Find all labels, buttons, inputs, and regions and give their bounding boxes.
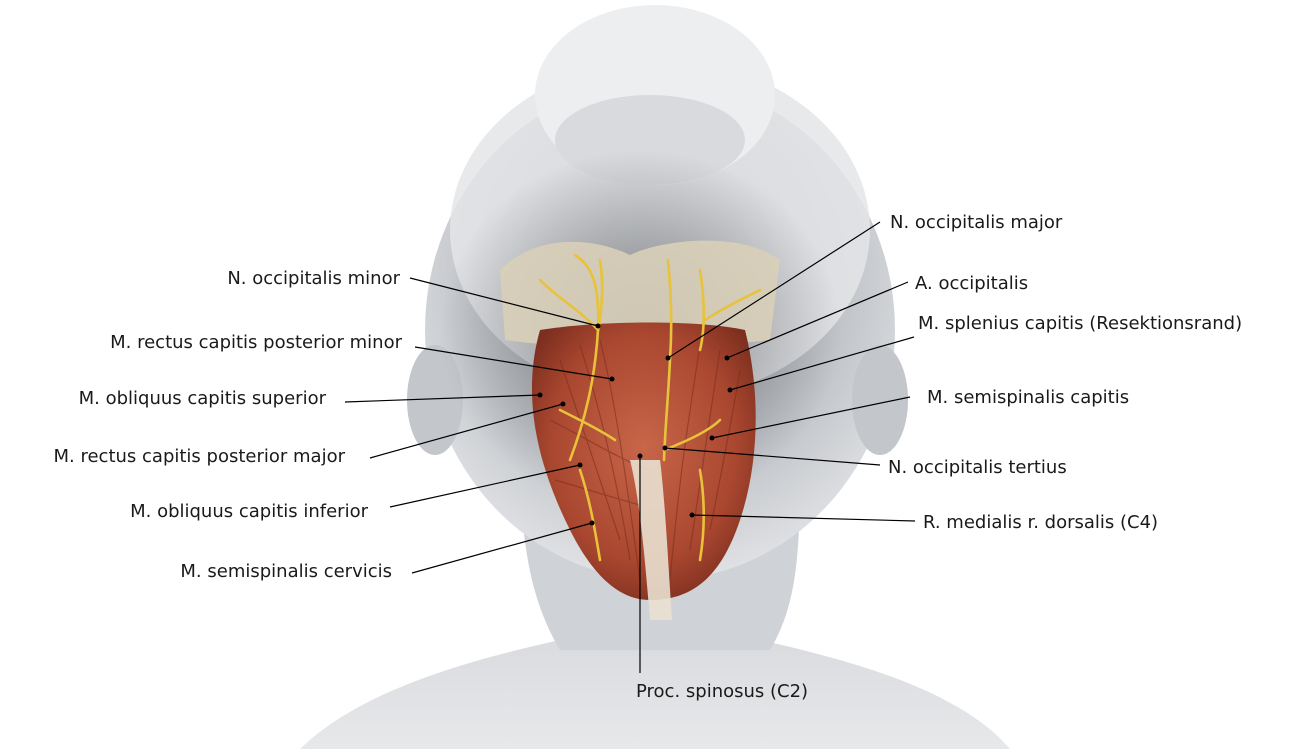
label-m-obliquus-capitis-superior: M. obliquus capitis superior [79,388,327,409]
label-m-obliquus-capitis-inferior: M. obliquus capitis inferior [130,501,369,522]
label-a-occipitalis: A. occipitalis [915,273,1028,294]
label-m-semispinalis-cervicis: M. semispinalis cervicis [180,561,392,582]
label-m-rectus-capitis-posterior-minor: M. rectus capitis posterior minor [110,332,402,353]
label-r-medialis-r-dorsalis: R. medialis r. dorsalis (C4) [923,512,1158,533]
label-m-rectus-capitis-posterior-major: M. rectus capitis posterior major [54,446,346,467]
label-m-splenius-capitis: M. splenius capitis (Resektionsrand) [918,313,1242,334]
label-n-occipitalis-tertius: N. occipitalis tertius [888,457,1067,478]
label-n-occipitalis-minor: N. occipitalis minor [227,268,400,289]
label-proc-spinosus: Proc. spinosus (C2) [636,681,808,702]
label-n-occipitalis-major: N. occipitalis major [890,212,1063,233]
label-m-semispinalis-capitis: M. semispinalis capitis [927,387,1129,408]
right-ear [852,345,908,455]
